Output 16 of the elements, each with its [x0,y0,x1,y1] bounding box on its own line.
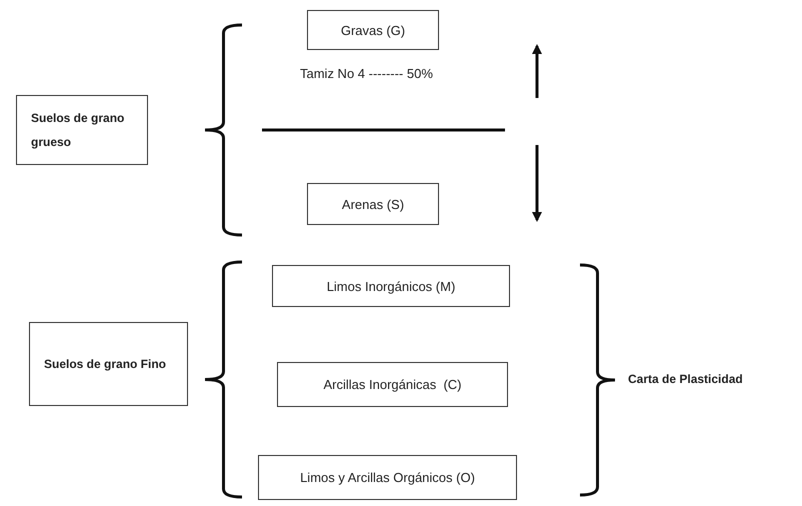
group-label: Carta de Plasticidad [628,372,743,386]
box-text: Gravas (G) [340,22,406,38]
category-box [307,183,439,225]
box-text: Suelos de grano Fino [44,356,166,373]
sieve-note: Tamiz No 4 -------- 50% [300,66,433,81]
box-text: Limos y Arcillas Orgánicos (O) [300,470,475,485]
box-text: Arcillas Inorgánicas (C) [324,377,462,392]
box-text: Suelos de grano grueso [31,110,126,151]
box-text: Limos Inorgánicos (M) [326,278,456,294]
category-box [16,95,148,165]
category-box [272,265,510,307]
category-box [307,10,439,50]
category-box [29,322,188,406]
box-text: Arenas (S) [342,196,404,212]
category-box [277,362,508,407]
category-box [258,455,517,500]
